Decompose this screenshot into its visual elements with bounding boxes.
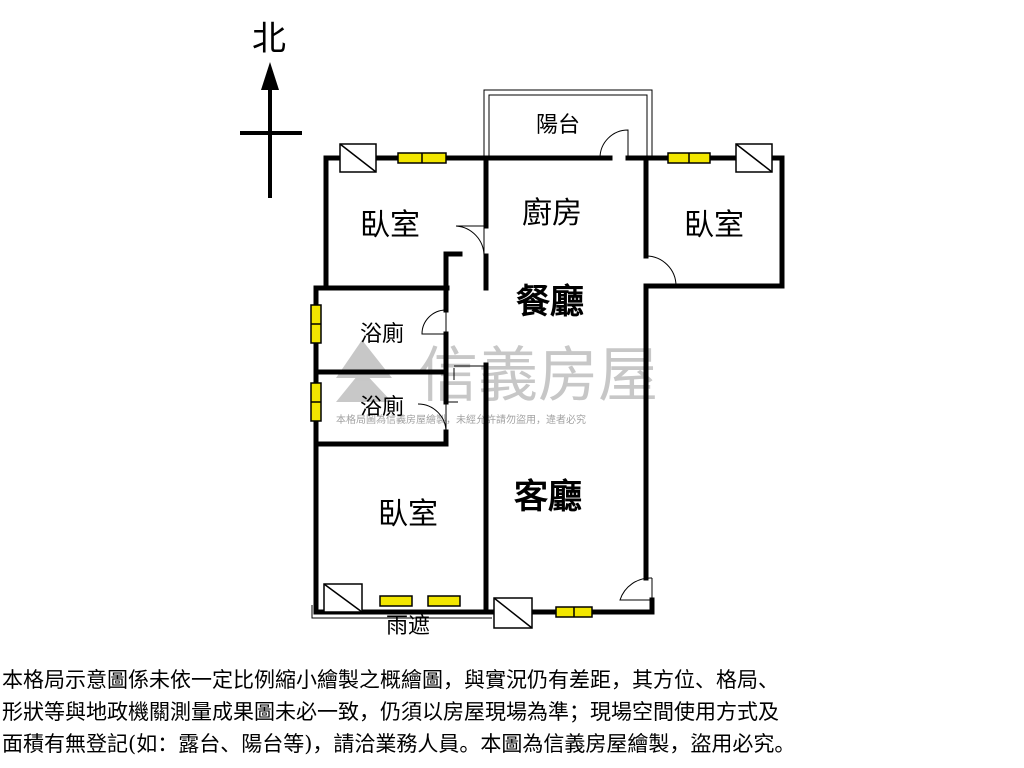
disclaimer-text: 本格局示意圖係未依一定比例縮小繪製之概繪圖，與實況仍有差距，其方位、格局、 形狀…	[2, 664, 1022, 760]
ac-unit-icon	[735, 143, 773, 173]
compass-arrow-icon	[261, 62, 279, 90]
room-label-bath-2: 浴廁	[360, 395, 404, 420]
disclaimer-line-1: 本格局示意圖係未依一定比例縮小繪製之概繪圖，與實況仍有差距，其方位、格局、	[2, 668, 779, 692]
balcony-outline	[483, 89, 653, 156]
ac-unit-icon	[323, 583, 363, 613]
window-south-2	[427, 595, 461, 607]
north-compass: 北	[240, 19, 302, 198]
room-label-bedroom-nw: 臥室	[360, 208, 420, 243]
floor-plan: 信義房屋 本格局圖為信義房屋繪製，未經允許請勿盜用，違者必究 北	[240, 19, 785, 639]
disclaimer-line-2: 形狀等與地政機關測量成果圖未必一致，仍須以房屋現場為準；現場空間使用方式及	[2, 700, 779, 724]
room-label-bath-1: 浴廁	[360, 322, 404, 347]
brand-logo-icon	[336, 340, 392, 402]
room-label-dining: 餐廳	[516, 282, 584, 322]
door-bedroom-ne	[645, 255, 677, 287]
doors	[417, 129, 677, 601]
door-entrance	[619, 577, 653, 601]
room-label-canopy: 雨遮	[386, 614, 430, 639]
windows	[310, 152, 711, 618]
watermark-brand: 信義房屋	[418, 341, 658, 411]
ac-unit-icon	[493, 597, 533, 629]
door-balcony	[599, 129, 629, 159]
room-label-kitchen: 廚房	[522, 196, 582, 231]
watermark: 信義房屋 本格局圖為信義房屋繪製，未經允許請勿盜用，違者必究	[336, 340, 658, 426]
room-label-living: 客廳	[514, 477, 582, 517]
room-label-bedroom-sw: 臥室	[378, 497, 438, 532]
north-label: 北	[252, 19, 286, 59]
ac-unit-icon	[339, 143, 377, 173]
door-living-west	[453, 365, 486, 380]
disclaimer-line-3: 面積有無登記(如：露台、陽台等)，請洽業務人員。本圖為信義房屋繪製，盜用必究。	[2, 732, 796, 756]
ac-units	[323, 143, 773, 629]
window-south-1	[379, 595, 413, 607]
watermark-notice: 本格局圖為信義房屋繪製，未經允許請勿盜用，違者必究	[336, 413, 586, 426]
room-label-bedroom-ne: 臥室	[684, 208, 744, 243]
room-label-balcony: 陽台	[536, 113, 580, 138]
door-bath-1	[421, 309, 447, 335]
